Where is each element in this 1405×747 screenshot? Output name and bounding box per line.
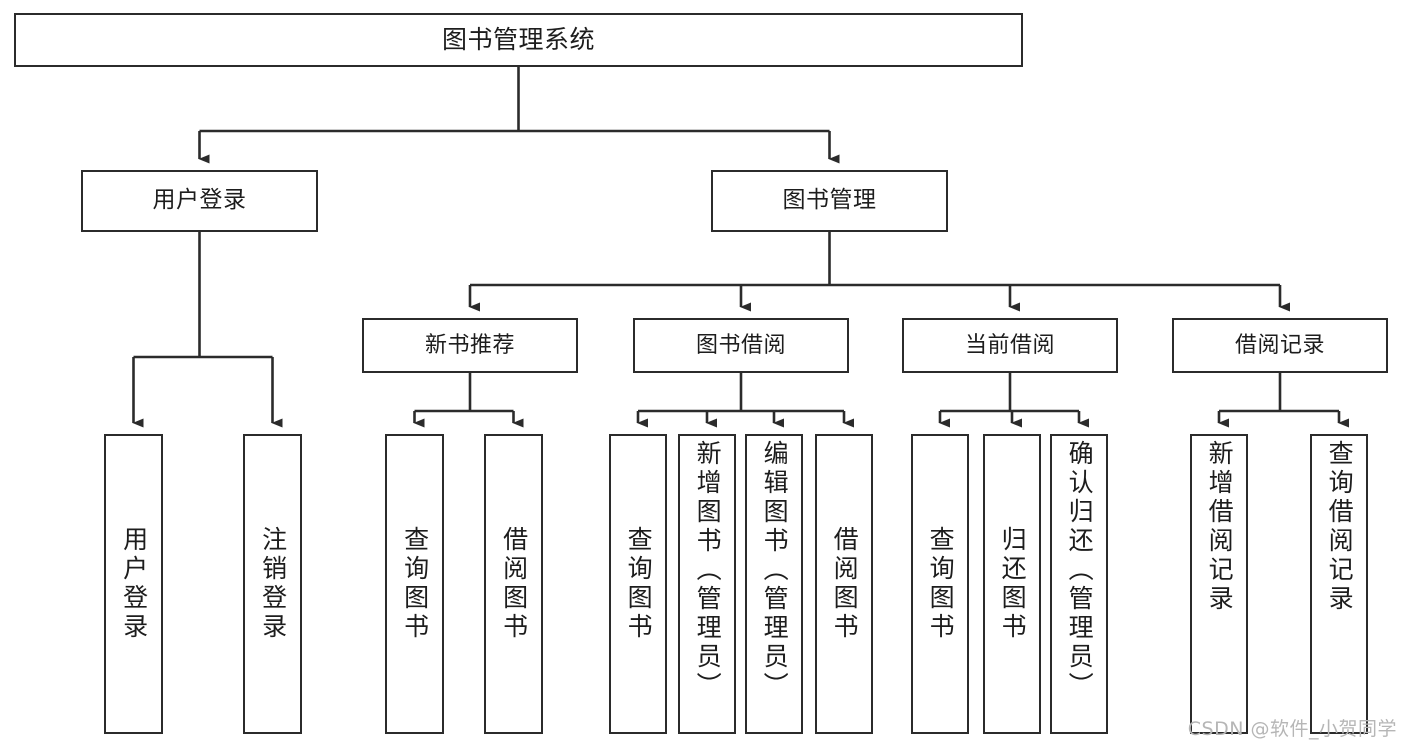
node-l_b_edit[interactable]: 编辑图书（管理员）	[745, 434, 803, 734]
node-label: 查询图书	[926, 526, 956, 642]
node-root[interactable]: 图书管理系统	[14, 13, 1023, 67]
node-records[interactable]: 借阅记录	[1172, 318, 1388, 373]
node-label: 查询图书	[624, 526, 654, 642]
node-label: 图书管理系统	[441, 25, 595, 55]
node-label: 用户登录	[119, 526, 149, 642]
node-label: 查询借阅记录	[1325, 440, 1355, 614]
node-l_c_return[interactable]: 归还图书	[983, 434, 1041, 734]
node-label: 借阅图书	[830, 526, 860, 642]
node-label: 图书管理	[782, 187, 877, 214]
node-label: 编辑图书（管理员）	[760, 440, 790, 701]
node-label: 查询图书	[400, 526, 430, 642]
node-label: 新书推荐	[424, 332, 515, 358]
node-label: 借阅图书	[499, 526, 529, 642]
node-label: 归还图书	[998, 526, 1028, 642]
node-current[interactable]: 当前借阅	[902, 318, 1118, 373]
node-l_b_add[interactable]: 新增图书（管理员）	[678, 434, 736, 734]
node-l_r_query[interactable]: 查询借阅记录	[1310, 434, 1368, 734]
node-newbook[interactable]: 新书推荐	[362, 318, 578, 373]
node-l_logout[interactable]: 注销登录	[243, 434, 302, 734]
node-label: 图书借阅	[695, 332, 786, 358]
node-bookmgmt[interactable]: 图书管理	[711, 170, 948, 232]
node-l_nb_borrow[interactable]: 借阅图书	[484, 434, 543, 734]
node-l_b_borrow[interactable]: 借阅图书	[815, 434, 873, 734]
watermark-label: CSDN @软件_小贺同学	[1187, 718, 1397, 740]
node-label: 当前借阅	[964, 332, 1055, 358]
node-label: 用户登录	[152, 187, 247, 214]
node-l_c_confirm[interactable]: 确认归还（管理员）	[1050, 434, 1108, 734]
node-label: 确认归还（管理员）	[1065, 440, 1095, 701]
node-l_c_query[interactable]: 查询图书	[911, 434, 969, 734]
node-l_nb_query[interactable]: 查询图书	[385, 434, 444, 734]
node-login[interactable]: 用户登录	[81, 170, 318, 232]
node-l_login[interactable]: 用户登录	[104, 434, 163, 734]
node-label: 新增借阅记录	[1205, 440, 1235, 614]
node-label: 注销登录	[258, 526, 288, 642]
node-label: 新增图书（管理员）	[693, 440, 723, 701]
node-l_b_query[interactable]: 查询图书	[609, 434, 667, 734]
node-label: 借阅记录	[1234, 332, 1325, 358]
node-borrow[interactable]: 图书借阅	[633, 318, 849, 373]
node-l_r_add[interactable]: 新增借阅记录	[1190, 434, 1248, 734]
